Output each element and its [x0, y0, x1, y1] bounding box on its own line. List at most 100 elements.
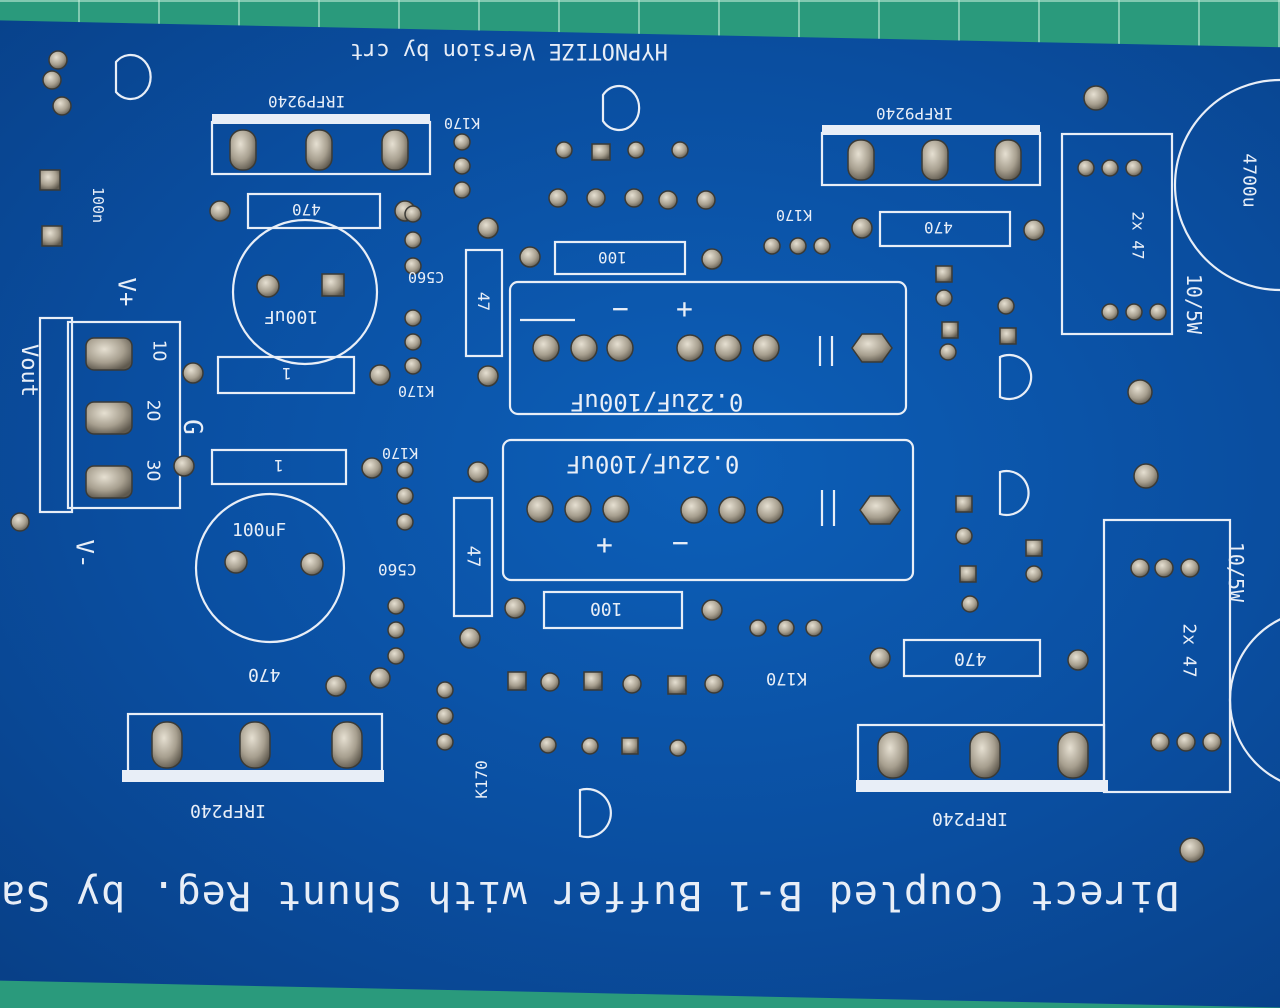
terminal-pin-3: 3O — [142, 459, 164, 482]
pad — [701, 599, 723, 621]
c560-label-top: C560 — [408, 268, 445, 286]
ic-tab-bottom-left — [122, 770, 384, 782]
resistor-1-bottom — [210, 448, 348, 486]
resistor-47-top — [464, 248, 504, 358]
shunt-box-top — [1060, 132, 1174, 336]
pad — [1057, 731, 1089, 779]
terminal-pin-2: 2O — [142, 399, 164, 422]
resistor-47-bottom — [452, 496, 494, 618]
k170-label-3: K170 — [398, 382, 435, 400]
k170-label-6: K170 — [471, 760, 491, 799]
cap-box-label-top: 0.22uF/100uF — [570, 388, 744, 416]
ic-tab-bottom-right — [856, 780, 1108, 792]
d-mark-top — [601, 84, 641, 132]
pad — [381, 129, 409, 171]
polarity-plus-bottom: + — [596, 528, 613, 561]
pad — [10, 512, 30, 532]
pad — [85, 465, 133, 499]
pad — [361, 457, 383, 479]
ic-tab-top-left — [212, 114, 430, 124]
k170-label-4: K170 — [382, 444, 419, 462]
terminal-outline — [66, 320, 182, 510]
resistor-470-bottom-right — [902, 638, 1042, 678]
resistor-label-47-bottom: 47 — [462, 545, 484, 568]
pad — [369, 667, 391, 689]
board-title-bottom: Direct Coupled B-1 Buffer with Shunt Reg… — [0, 872, 1179, 918]
pad — [477, 365, 499, 387]
resistor-100-top — [553, 240, 687, 276]
resistor-label-100-top: 100 — [598, 248, 627, 267]
power-label-top: 10/5W — [1182, 273, 1207, 335]
polarity-minus-top: − — [612, 292, 629, 325]
pad — [921, 139, 949, 181]
cap-100n-label: 100n — [89, 186, 108, 224]
pad — [701, 248, 723, 270]
resistor-label-47-top: 47 — [474, 291, 494, 312]
resistor-label-1-bottom: 1 — [274, 456, 284, 475]
vplus-label: V+ — [112, 277, 141, 307]
terminal-side-outline — [38, 316, 74, 514]
pad — [331, 721, 363, 769]
resistor-470-top-left — [246, 192, 382, 230]
pad — [239, 721, 271, 769]
d-mark-bottom — [578, 787, 612, 839]
pad — [173, 455, 195, 477]
shunt-label-2x47-bottom: 2x 47 — [1178, 623, 1200, 678]
pad — [182, 362, 204, 384]
d-mark-top-left — [114, 53, 152, 101]
pad — [42, 70, 62, 90]
resistor-label-1-top: 1 — [282, 364, 292, 383]
shunt-box-bottom — [1102, 518, 1232, 794]
vout-label: Vout — [15, 344, 41, 397]
ic-label-top-right: IRFP9240 — [876, 104, 954, 123]
polarity-minus-bottom: − — [672, 526, 689, 559]
resistor-470-top-right — [878, 210, 1012, 248]
pad — [1179, 837, 1205, 863]
resistor-label-470-d: 470 — [248, 664, 281, 685]
terminal-pin-1: 1O — [148, 339, 170, 362]
pad — [969, 731, 1001, 779]
electrolytic-outline-top — [231, 218, 379, 366]
k170-label-5: K170 — [766, 668, 807, 688]
resistor-label-470-a: 470 — [292, 200, 321, 219]
power-label-bottom: 10/5W — [1224, 541, 1249, 603]
pcb-artwork — [10, 50, 1280, 863]
pad — [1083, 85, 1109, 111]
pad — [851, 217, 873, 239]
cap-box-bottom — [501, 438, 915, 582]
k170-label-2: K170 — [776, 206, 813, 224]
board-title-top: HYPNOTIZE Version by crt — [350, 38, 668, 63]
solder-pads — [10, 50, 1222, 863]
pad — [1067, 649, 1089, 671]
d-mark-right-mid — [998, 469, 1030, 517]
pad — [85, 337, 133, 371]
ic-label-bottom-right: IRFP240 — [932, 808, 1008, 829]
vminus-label: V- — [70, 539, 99, 569]
pad — [994, 139, 1022, 181]
polarity-plus-top: + — [676, 292, 693, 325]
pad — [325, 675, 347, 697]
big-cap-outline-bottom — [1228, 618, 1280, 782]
pad — [877, 731, 909, 779]
pad — [151, 721, 183, 769]
pad — [519, 246, 541, 268]
pad — [209, 200, 231, 222]
cap-box-top — [508, 280, 908, 416]
ground-label: G — [176, 419, 207, 435]
pad — [229, 129, 257, 171]
k170-label-1: K170 — [444, 114, 481, 132]
resistor-100-bottom — [542, 590, 684, 630]
c560-label-bottom: C560 — [378, 560, 417, 579]
pad — [1023, 219, 1045, 241]
pad — [52, 96, 72, 116]
pad — [869, 647, 891, 669]
d-mark-right-top — [998, 353, 1033, 401]
pad — [48, 50, 68, 70]
cap-box-label-bottom: 0.22uF/100uF — [566, 450, 740, 478]
pad — [459, 627, 481, 649]
big-cap-label: 4700u — [1238, 153, 1260, 208]
ic-label-bottom-left: IRFP240 — [190, 800, 266, 821]
big-cap-outline-top — [1173, 78, 1280, 292]
resistor-label-100-bottom: 100 — [590, 598, 623, 619]
